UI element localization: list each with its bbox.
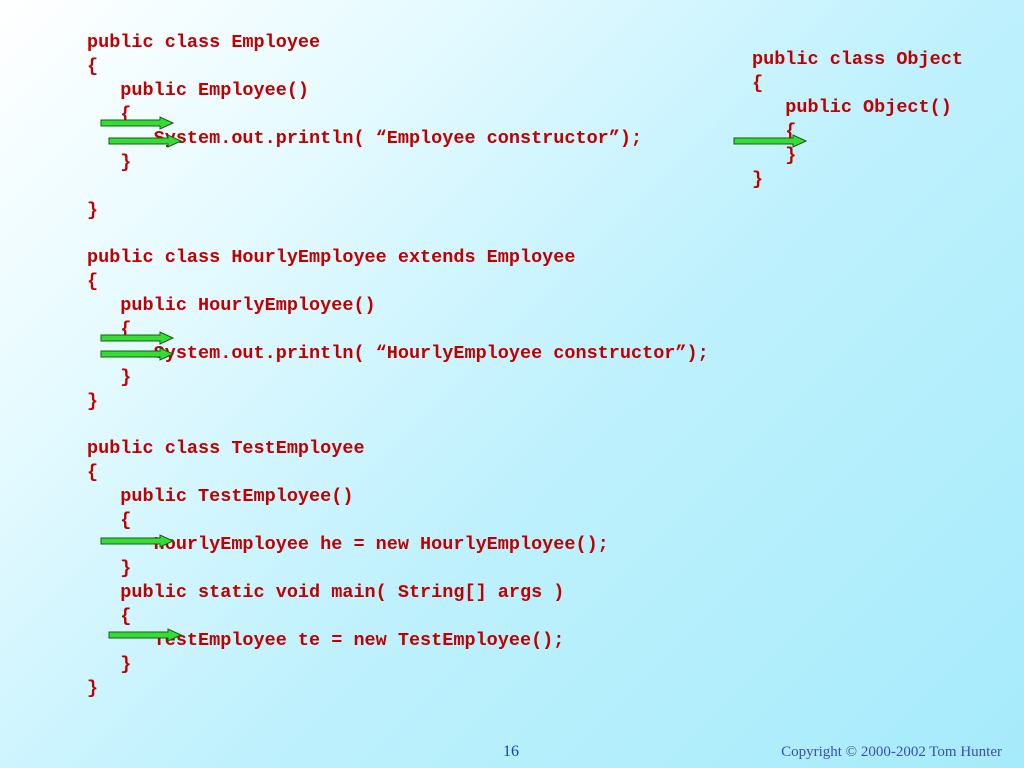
- flow-arrow-icon: [100, 534, 174, 548]
- employee-constructor-line: public Employee(): [87, 80, 310, 101]
- test-new-hourly-line: HourlyEmployee he = new HourlyEmployee()…: [87, 534, 609, 555]
- employee-println-line: System.out.println( “Employee constructo…: [87, 128, 643, 149]
- main-new-test-line: TestEmployee te = new TestEmployee();: [87, 630, 565, 651]
- flow-arrow-icon: [100, 116, 174, 130]
- flow-arrow-icon: [100, 331, 174, 345]
- employee-open-brace: {: [87, 56, 99, 77]
- hourly-close-brace: }: [87, 391, 99, 412]
- hourly-ctor-close-brace: }: [87, 367, 132, 388]
- test-ctor-close-brace: }: [87, 558, 132, 579]
- hourly-open-brace: {: [87, 271, 99, 292]
- test-class-line: public class TestEmployee: [87, 438, 365, 459]
- flow-arrow-icon: [108, 134, 182, 148]
- main-method-line: public static void main( String[] args ): [87, 582, 565, 603]
- object-constructor-line: public Object(): [752, 97, 952, 118]
- test-open-brace: {: [87, 462, 99, 483]
- test-close-brace: }: [87, 678, 99, 699]
- employee-close-brace: }: [87, 200, 99, 221]
- flow-arrow-icon: [733, 134, 807, 148]
- object-close-brace: }: [752, 169, 764, 190]
- hourly-println-line: System.out.println( “HourlyEmployee cons…: [87, 343, 709, 364]
- employee-ctor-open-brace: {: [87, 104, 132, 125]
- employee-ctor-close-brace: }: [87, 152, 132, 173]
- hourly-constructor-line: public HourlyEmployee(): [87, 295, 376, 316]
- flow-arrow-icon: [108, 628, 182, 642]
- test-constructor-line: public TestEmployee(): [87, 486, 354, 507]
- test-ctor-open-brace: {: [87, 510, 132, 531]
- hourly-ctor-open-brace: {: [87, 319, 132, 340]
- flow-arrow-icon: [100, 347, 174, 361]
- object-open-brace: {: [752, 73, 764, 94]
- slide-number: 16: [503, 743, 519, 760]
- object-ctor-close-brace: }: [752, 145, 797, 166]
- object-ctor-open-brace: {: [752, 121, 797, 142]
- copyright-notice: Copyright © 2000-2002 Tom Hunter: [781, 744, 1002, 760]
- employee-class-line: public class Employee: [87, 32, 321, 53]
- main-close-brace: }: [87, 654, 132, 675]
- object-class-line: public class Object: [752, 49, 963, 70]
- hourly-class-line: public class HourlyEmployee extends Empl…: [87, 247, 576, 268]
- main-open-brace: {: [87, 606, 132, 627]
